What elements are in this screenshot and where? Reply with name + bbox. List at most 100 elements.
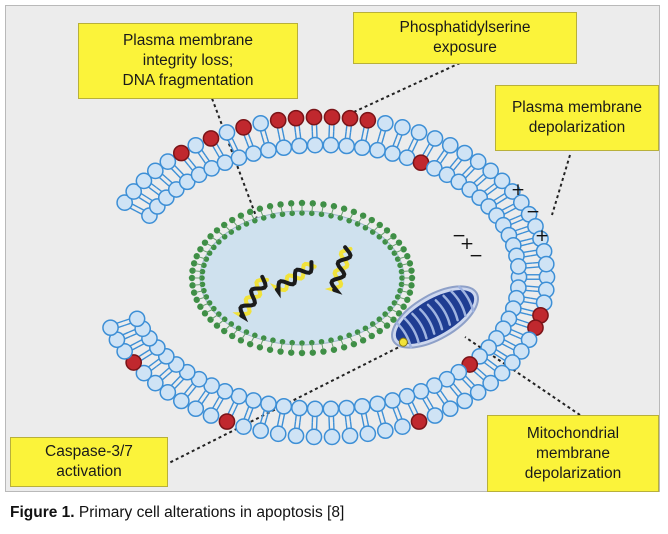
nuclear-pore-link [321, 206, 324, 214]
nuclear-pore [199, 281, 206, 288]
nuclear-pore [391, 250, 398, 256]
nuclear-pore [270, 212, 276, 219]
nuclear-pore [359, 212, 367, 219]
nuclear-pore-link [241, 332, 247, 339]
phospholipid-pair [218, 124, 248, 167]
nuclear-pore [237, 337, 245, 344]
dna-fragments [232, 245, 353, 323]
nuclear-pore [256, 344, 264, 351]
phospholipid-pair [235, 392, 262, 435]
nuclear-pore [237, 212, 245, 219]
lipid-head [426, 407, 444, 424]
nuclear-pore [404, 296, 411, 303]
nuclear-pore [328, 212, 334, 219]
caption-prefix: Figure 1. [10, 504, 75, 521]
nuclear-pore [211, 244, 217, 251]
phospholipid-pair [338, 109, 359, 155]
phospholipid-pair [187, 136, 221, 177]
lipid-head [245, 392, 262, 409]
lipid-head [394, 119, 411, 136]
mitochondrion-cristae [395, 285, 475, 349]
phospholipid-pair [102, 310, 146, 337]
phospholipid-pair [438, 144, 474, 184]
nuclear-pore [246, 340, 254, 348]
nuclear-pore-link [250, 335, 255, 343]
lipid-head [456, 392, 474, 410]
nuclear-pore [260, 335, 267, 341]
nuclear-pore [330, 346, 338, 353]
phospholipid-pair [412, 382, 444, 424]
nuclear-pore [400, 246, 407, 253]
nuclear-pore-link [311, 343, 314, 351]
nuclear-pore [309, 349, 316, 356]
phospholipid-pair [471, 172, 511, 207]
nuclear-pore [390, 233, 397, 240]
nuclear-pore [201, 262, 207, 269]
positive-charge: + [511, 180, 525, 200]
nuclear-pore [346, 332, 352, 339]
nuclear-pore [190, 289, 198, 296]
nuclear-pore-link [357, 332, 363, 339]
nuclear-pore [277, 201, 284, 208]
nuclear-pore-link [202, 302, 209, 307]
nuclear-pore [252, 332, 258, 339]
plasma-membrane [102, 108, 556, 446]
phospholipid-pair [159, 363, 196, 401]
nuclear-pore [320, 201, 327, 208]
label-ps-exposure: Phosphatidylserine exposure [353, 12, 577, 64]
phospholipid-pair [425, 136, 459, 177]
phosphatidylserine-head [172, 144, 190, 162]
lipid-head [503, 354, 521, 371]
nuclear-pore [354, 221, 361, 227]
lipid-head [146, 162, 164, 180]
phospholipid-pair [218, 387, 248, 430]
nuclear-pore-link [280, 342, 283, 350]
phosphatidylserine-head [359, 111, 377, 129]
nuclear-pore [197, 246, 204, 253]
nuclear-pore [199, 268, 206, 275]
phosphatidylserine-head [341, 109, 359, 127]
phospholipid-pair [398, 124, 428, 167]
nuclear-pore-link [402, 270, 410, 273]
lipid-head [260, 141, 277, 159]
lipid-head [359, 425, 377, 443]
nuclear-pore [320, 348, 327, 355]
dna-fragment [324, 245, 353, 295]
nuclear-pore-link [270, 207, 274, 215]
lipid-head [146, 374, 164, 392]
phospholipid-pair [504, 300, 549, 324]
phospholipid-pair [369, 114, 394, 159]
phospholipid-pair [305, 400, 324, 446]
lipid-head [128, 310, 146, 328]
nuclear-pore [395, 239, 403, 246]
phospholipid-pair [494, 320, 538, 349]
nuclear-pore-link [194, 283, 202, 286]
lipid-head [306, 400, 324, 418]
nuclear-pore-link [398, 296, 406, 300]
nuclear-pore [328, 337, 334, 344]
lipid-head [398, 149, 416, 167]
nuclear-pore [190, 260, 198, 267]
phospholipid-pair [322, 400, 341, 446]
lipid-head [218, 124, 236, 141]
membrane-charges: +−−++− [452, 180, 549, 266]
lipid-head [493, 364, 511, 382]
lipid-head [512, 194, 530, 211]
nuclear-pore-link [225, 226, 231, 232]
dna-fragment [269, 260, 317, 299]
positive-charge: + [535, 226, 549, 246]
dna-strand [238, 274, 268, 323]
lipid-head [187, 136, 205, 154]
nuclear-pore-link [270, 341, 274, 349]
label-mito-depolarization: Mitochondrial membrane depolarization [487, 415, 659, 492]
lipid-head [410, 124, 428, 141]
lipid-head [323, 428, 341, 446]
negative-charge: − [469, 246, 483, 266]
nuclear-pore [354, 329, 361, 335]
nuclear-pore [318, 338, 325, 345]
phospholipid-pair [287, 399, 308, 445]
apoptosis-diagram: +−−++− [102, 62, 581, 466]
nucleus [188, 199, 416, 357]
lipid-head [341, 427, 359, 445]
nuclear-pore [391, 300, 398, 306]
